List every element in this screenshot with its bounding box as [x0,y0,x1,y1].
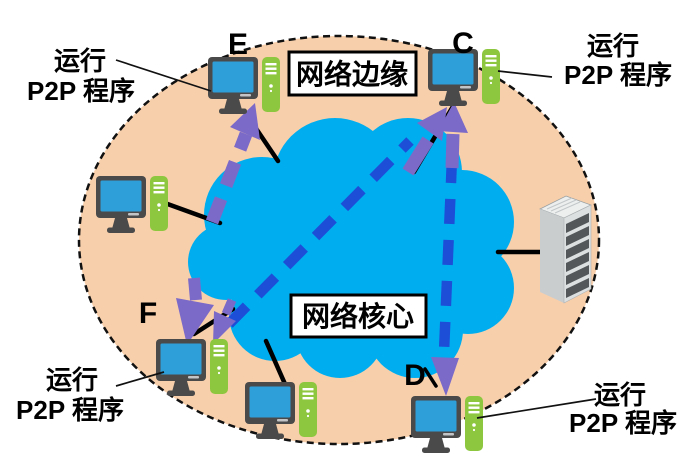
annotation-top-left: 运行 P2P 程序 [27,46,135,106]
arrowhead-to-F-2 [213,311,236,344]
arrowhead-to-F-1 [176,298,214,345]
core-label-box: 网络核心 [289,293,428,339]
arrowhead-to-D [431,357,459,396]
annotation-line2: P2P 程序 [27,76,135,106]
pointer-topleft-to-E [115,59,212,92]
pointer-topright-to-C [497,70,553,78]
annotation-bottom-right: 运行 P2P 程序 [569,380,677,438]
desktop-computer-icon [411,396,483,453]
arrow-shaft-to-C-1 [402,136,434,176]
annotation-line2: P2P 程序 [564,60,672,90]
arrow-stub-to-F [188,277,202,301]
core-region-label: 网络核心 [302,300,414,332]
server-slot [566,239,589,259]
annotation-line1: 运行 [594,380,646,410]
node-label-D-tick [423,367,438,388]
pointer-bottomleft-to-F [115,371,165,387]
pointer-bottomright-to-D [476,398,597,419]
edge-label-frame [287,50,418,97]
server-slot [566,213,589,233]
edge-region-label: 网络边缘 [296,58,408,90]
arrow-stub-to-F-2 [221,298,237,316]
annotation-line2: P2P 程序 [569,408,677,438]
server-slot [566,265,589,285]
server-slot [566,252,589,272]
node-label-C: C [452,27,474,60]
core-label-frame [289,293,428,339]
arrow-shaft-to-C-2 [445,133,460,169]
node-label-F: F [139,297,157,330]
arrow-shaft-to-E [205,131,253,225]
arrowhead-to-C-2 [438,102,468,133]
link-bottom-pc-to-core [263,338,288,387]
edge-label-box: 网络边缘 [287,50,418,97]
annotation-line1: 运行 [54,46,106,76]
server-slot [566,226,589,246]
annotation-top-right: 运行 P2P 程序 [564,31,672,90]
annotation-line1: 运行 [46,365,98,395]
computer-D [411,396,483,453]
node-label-D: D [404,359,426,392]
p2p-transfer-arrows [176,102,468,396]
server-rack-icon [539,195,593,304]
annotation-line1: 运行 [587,31,639,61]
annotation-line2: P2P 程序 [16,395,124,425]
p2p-link-C-to-D [438,157,458,353]
annotation-bottom-left: 运行 P2P 程序 [16,365,124,425]
node-label-E: E [228,28,248,61]
arrowhead-to-E [230,103,260,140]
server-slot [566,278,589,298]
p2p-link-F-to-C [225,137,414,328]
arrowhead-to-C-1 [417,107,447,141]
